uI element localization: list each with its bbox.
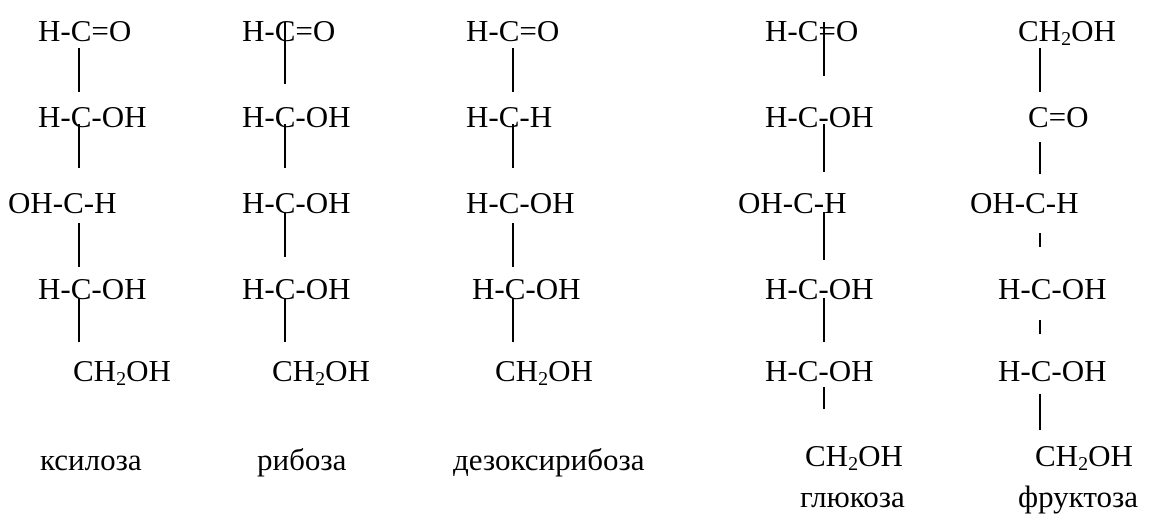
fructose-bond-4	[1039, 320, 1041, 334]
glucose-row-4: H-C-OH	[765, 271, 874, 306]
deoxyribose-bond-2	[512, 124, 514, 168]
xylose-tail: CH2OH	[73, 353, 171, 390]
xylose-bond-4	[78, 298, 80, 342]
glucose-bond-4	[823, 298, 825, 342]
xylose-row-3: OH-C-H	[8, 185, 117, 220]
deoxyribose-row-2: H-C-H	[466, 99, 553, 134]
glucose-bond-5	[823, 387, 825, 409]
glucose-row-1: H-C=O	[765, 13, 859, 48]
deoxyribose-bond-1	[512, 48, 514, 92]
xylose-row-4: H-C-OH	[38, 271, 147, 306]
glucose-row-5: H-C-OH	[765, 353, 874, 388]
ribose-row-3: H-C-OH	[242, 185, 351, 220]
xylose-name: ксилоза	[40, 442, 142, 477]
ribose-row-4: H-C-OH	[242, 271, 351, 306]
fructose-tail: CH2OH	[1035, 438, 1133, 475]
glucose-name: глюкоза	[800, 479, 905, 514]
deoxyribose-row-3: H-C-OH	[466, 185, 575, 220]
xylose-row-2: H-C-OH	[38, 99, 147, 134]
fructose-row-4: H-C-OH	[998, 353, 1107, 388]
fructose-row-2: OH-C-H	[970, 185, 1079, 220]
fructose-row-3: H-C-OH	[998, 271, 1107, 306]
deoxyribose-bond-4	[512, 298, 514, 342]
deoxyribose-row-1: H-C=O	[466, 13, 560, 48]
ribose-tail: CH2OH	[272, 353, 370, 390]
xylose-bond-1	[78, 48, 80, 92]
fructose-bond-5	[1039, 394, 1041, 430]
ribose-name: рибоза	[257, 442, 347, 477]
glucose-bond-1	[823, 22, 825, 76]
ribose-row-2: H-C-OH	[242, 99, 351, 134]
deoxyribose-tail: CH2OH	[495, 353, 593, 390]
fructose-name: фруктоза	[1018, 479, 1138, 514]
glucose-row-2: H-C-OH	[765, 99, 874, 134]
fructose-bond-3	[1039, 233, 1041, 247]
ribose-bond-2	[284, 124, 286, 168]
glucose-row-3: OH-C-H	[738, 185, 847, 220]
xylose-bond-3	[78, 223, 80, 267]
ribose-row-1: H-C=O	[242, 13, 336, 48]
glucose-tail: CH2OH	[805, 438, 903, 475]
xylose-bond-2	[78, 124, 80, 168]
deoxyribose-row-4: H-C-OH	[472, 271, 581, 306]
fructose-bond-2	[1039, 142, 1041, 174]
fructose-head: CH2OH	[1018, 13, 1116, 50]
fructose-bond-1	[1039, 48, 1041, 92]
glucose-bond-3	[823, 212, 825, 260]
deoxyribose-name: дезоксирибоза	[453, 442, 645, 477]
deoxyribose-bond-3	[512, 223, 514, 267]
ribose-bond-1	[284, 22, 286, 84]
ribose-bond-4	[284, 298, 286, 342]
fructose-row-1: C=O	[1028, 99, 1089, 134]
xylose-row-1: H-C=O	[38, 13, 132, 48]
ribose-bond-3	[284, 213, 286, 257]
glucose-bond-2	[823, 124, 825, 172]
